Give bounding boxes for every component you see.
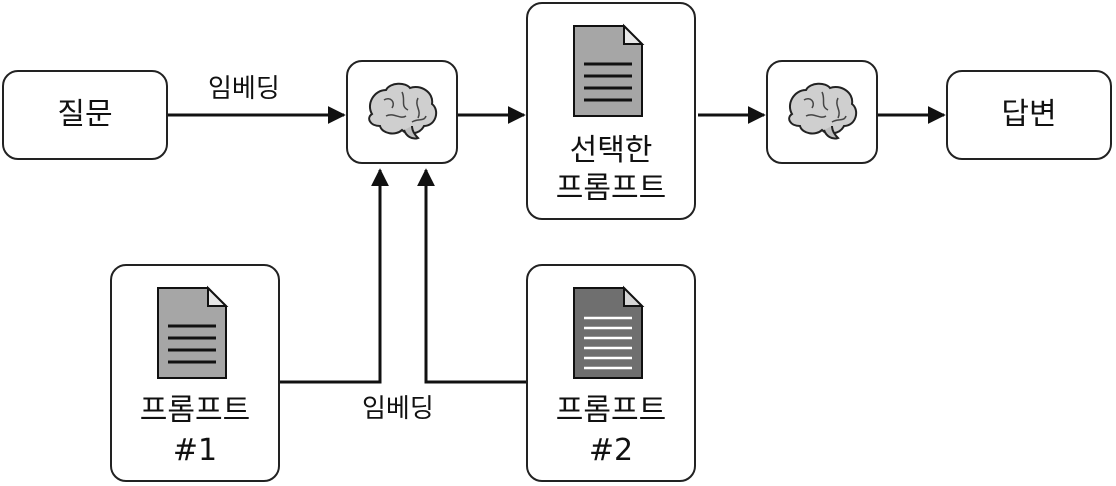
edge-label-question-embedding: 임베딩 xyxy=(208,74,280,104)
prompt1-label-line2: #1 xyxy=(172,433,218,468)
prompt2-label-line2: #2 xyxy=(588,433,634,468)
question-node xyxy=(2,70,168,160)
brain-icon xyxy=(368,82,438,140)
answer-label: 답변 xyxy=(1001,97,1057,132)
document-icon xyxy=(573,23,645,117)
brain-icon xyxy=(788,82,858,140)
selected-prompt-label-line2: 프롬프트 xyxy=(555,171,667,206)
document-icon xyxy=(157,285,229,379)
prompt1-label-line1: 프롬프트 xyxy=(139,393,251,428)
edge-label-prompts-embedding: 임베딩 xyxy=(362,394,434,424)
arrow-prompt2-to-brain1 xyxy=(417,168,526,384)
document-icon xyxy=(573,285,645,379)
question-label: 질문 xyxy=(57,97,113,132)
answer-node xyxy=(946,70,1112,160)
arrow-prompt1-to-brain1 xyxy=(280,168,389,384)
selected-prompt-label-line1: 선택한 xyxy=(569,133,653,168)
prompt2-label-line1: 프롬프트 xyxy=(555,393,667,428)
